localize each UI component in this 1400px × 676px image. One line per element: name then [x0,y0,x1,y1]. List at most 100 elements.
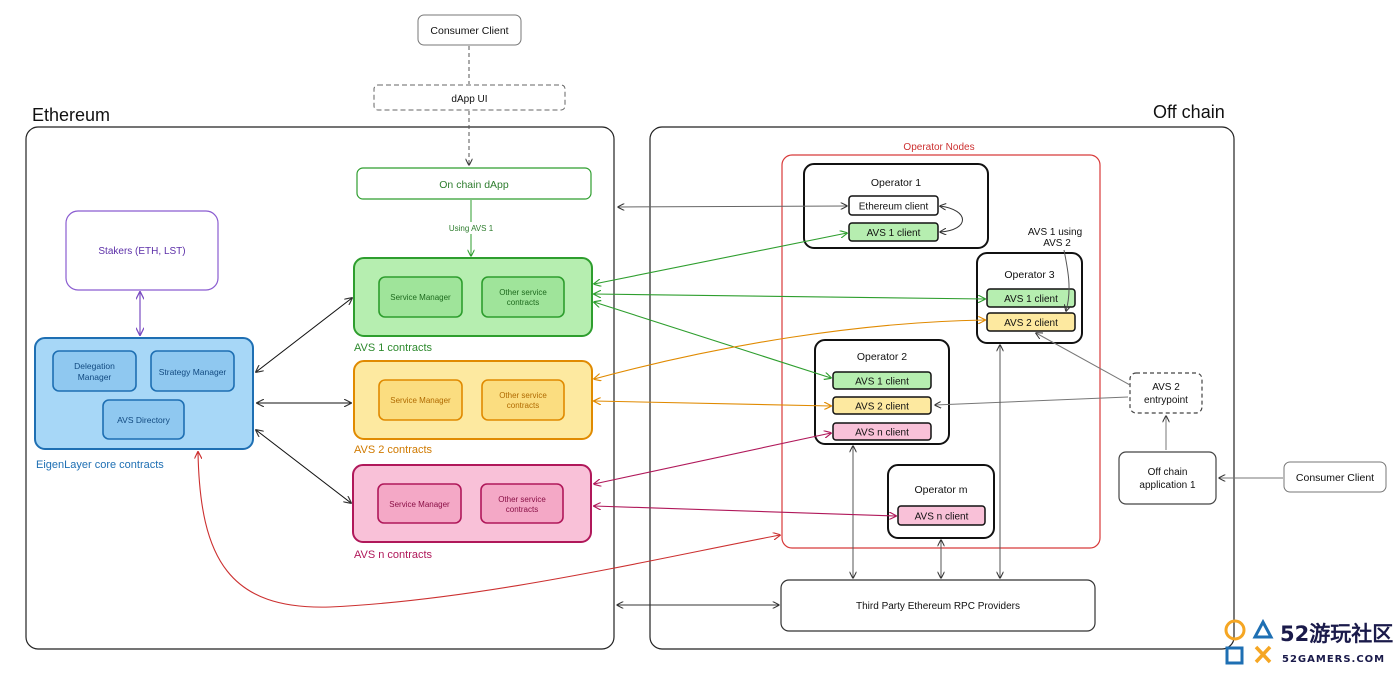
consumer-client-top-label: Consumer Client [430,25,508,37]
watermark-square-icon [1225,646,1244,665]
avs2-service-manager-label: Service Manager [390,396,451,405]
offchain-app-label-1: Off chain [1148,467,1188,478]
avsn-other-label-1: Other service [498,495,546,504]
avs2-op3-edge [594,320,985,379]
op3-avs1-client[interactable] [986,288,1076,308]
avs2-entrypoint-label-1: AVS 2 [1152,382,1180,393]
avs2-other-label-2: contracts [507,401,539,410]
avs1-using-note-2: AVS 2 [1043,238,1071,249]
operator-2-title: Operator 2 [857,351,907,363]
avs2-entrypoint[interactable]: AVS 2 entrypoint [1129,372,1203,414]
eigen-operators-edge [198,452,780,608]
op2-avs2-client-label: AVS 2 client [855,402,909,413]
eigenlayer-caption: EigenLayer core contracts [36,459,164,471]
offchain-title: Off chain [1153,102,1225,122]
avs1-op3-edge [594,294,985,299]
avs1-service-manager-label: Service Manager [390,293,451,302]
operator-3[interactable]: Operator 3 AVS 1 client AVS 2 client [976,252,1083,344]
op3-avs2-client[interactable] [986,312,1076,332]
op1-ethereum-client-label: Ethereum client [859,202,929,213]
op1-avs1-client-label: AVS 1 client [867,228,921,239]
delegation-manager-label-2: Manager [78,372,112,382]
avsn-caption: AVS n contracts [354,549,433,561]
op3-avs2-client-label: AVS 2 client [1004,318,1058,329]
rpc-providers-label: Third Party Ethereum RPC Providers [856,601,1020,612]
avs1-using-avs2-edge [1063,249,1069,311]
ethereum-title: Ethereum [32,105,110,125]
op2-avs2-client[interactable] [832,396,932,415]
avs2-service-manager[interactable] [378,379,463,421]
avsn-service-manager-label: Service Manager [389,500,450,509]
stakers-box[interactable]: Stakers (ETH, LST) [65,210,219,291]
entrypoint-to-op3-edge [1036,333,1131,386]
eigen-avs1-edge [256,298,352,372]
consumer-client-right-label: Consumer Client [1296,472,1374,484]
watermark-brand: 52游玩社区 [1280,622,1393,646]
operator-m-title: Operator m [914,484,967,496]
strategy-manager[interactable]: Strategy Manager [150,350,235,392]
avsn-contracts[interactable]: Service Manager Other service contracts [352,464,592,543]
eigenlayer-core[interactable]: Delegation Manager Strategy Manager AVS … [34,337,254,450]
avs1-op1-edge [594,233,847,284]
operator-2[interactable]: Operator 2 AVS 1 client AVS 2 client AVS… [814,339,950,445]
delegation-manager-label-1: Delegation [74,361,115,371]
operator-3-title: Operator 3 [1004,269,1054,281]
ethereum-op1-client-edge [618,206,847,207]
strategy-manager-label: Strategy Manager [159,367,227,377]
operator-1-title: Operator 1 [871,177,921,189]
operator-m[interactable]: Operator m AVS n client [887,464,995,539]
eigen-avsn-edge [256,430,351,503]
offchain-region: Off chain [649,102,1235,650]
avs1-other-contracts[interactable] [481,276,565,318]
avs2-caption: AVS 2 contracts [354,444,433,456]
dapp-ui-label: dApp UI [451,94,487,105]
offchain-app-label-2: application 1 [1139,480,1196,491]
avs-directory[interactable]: AVS Directory [102,399,185,440]
op2-avs1-client-label: AVS 1 client [855,377,909,388]
avs2-contracts[interactable]: Service Manager Other service contracts [353,360,593,440]
watermark-triangle-icon [1252,618,1274,639]
avs1-other-label-1: Other service [499,288,547,297]
op1-ethereum-client[interactable] [848,195,939,216]
offchain-application-1[interactable]: Off chain application 1 [1118,451,1217,505]
onchain-dapp-label: On chain dApp [439,179,509,191]
avs2-entrypoint-label-2: entrypoint [1144,395,1188,406]
opm-avsn-client-label: AVS n client [915,512,969,523]
avs1-service-manager[interactable] [378,276,463,318]
op1-internal-edge [940,206,963,232]
avs1-op2-edge [594,302,831,378]
watermark-cross-icon [1254,645,1272,664]
avs2-op2-edge [594,401,831,406]
avs2-other-label-1: Other service [499,391,547,400]
avs2-other-contracts[interactable] [481,379,565,421]
watermark-logo: 52游玩社区 52GAMERS.COM [1224,618,1393,665]
operator-nodes-title: Operator Nodes [903,142,974,153]
avs1-caption: AVS 1 contracts [354,342,433,354]
consumer-client-right[interactable]: Consumer Client [1283,461,1387,493]
ethereum-region: Ethereum [25,105,615,650]
rpc-providers[interactable]: Third Party Ethereum RPC Providers [780,579,1096,632]
op3-avs1-client-label: AVS 1 client [1004,294,1058,305]
onchain-dapp[interactable]: On chain dApp [356,167,592,200]
op2-avsn-client[interactable] [832,422,932,441]
dapp-ui[interactable]: dApp UI [373,84,566,111]
avs1-other-label-2: contracts [507,298,539,307]
op1-avs1-client[interactable] [848,222,939,242]
using-avs1-label: Using AVS 1 [449,224,494,233]
stakers-label: Stakers (ETH, LST) [98,246,185,257]
watermark-url: 52GAMERS.COM [1282,654,1385,665]
avsn-other-label-2: contracts [506,505,538,514]
watermark-circle-icon [1224,619,1246,641]
op2-avsn-client-label: AVS n client [855,428,909,439]
opm-avsn-client[interactable] [897,505,986,526]
entrypoint-to-op2-edge [935,396,1129,405]
avs-directory-label: AVS Directory [117,415,170,425]
using-avs1-bg [444,222,498,234]
avs1-contracts[interactable]: Service Manager Other service contracts [353,257,593,337]
consumer-client-top[interactable]: Consumer Client [417,14,522,46]
avsn-opm-edge [594,506,896,516]
delegation-manager[interactable]: Delegation Manager [52,350,137,392]
avs1-using-note-1: AVS 1 using [1028,227,1082,238]
avsn-op2-edge [594,433,831,484]
